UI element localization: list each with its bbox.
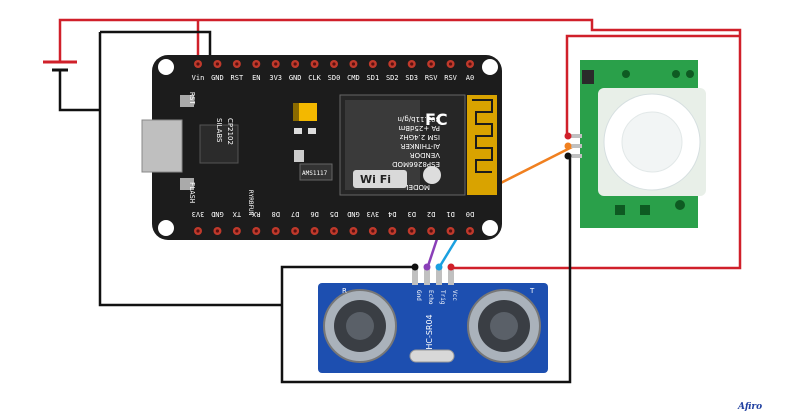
signature: Afiro [737,402,762,412]
top-pin-label: SD2 [386,74,399,82]
sonar-right-mark: T [529,287,535,295]
module-line-4: AI-THINKER [400,142,440,150]
usb-chip [199,124,239,164]
pir-pin-gnd [564,152,572,160]
sonar-pin-label: Echo [427,290,434,305]
module-line-2: ESP8266MOD [392,160,440,168]
bottom-pin-label: D3 [407,210,415,218]
bottom-pin-label: 3V3 [367,210,380,218]
bottom-pin-label: GND [347,210,360,218]
sonar-pin-label: Trig [439,290,446,305]
top-pin-label: RSV [425,74,438,82]
black-ground-wire-sonar [280,157,572,384]
top-pin-label: SD3 [405,74,418,82]
bottom-pin-label: RX [251,210,260,218]
sonar-pin-vcc [447,263,455,271]
black-ground-wire-battery [58,70,100,112]
sonar-model-label: HC-SR04 [425,314,434,349]
black-ground-wire-left [98,32,282,307]
fc-mark: FC [425,110,448,129]
top-pin-label: 3V3 [269,74,282,82]
bottom-pin-label: D8 [271,210,279,218]
black-ground-wire-main [100,30,212,60]
rst-label: RST [188,92,196,105]
bottom-pin-label: D5 [330,210,338,218]
usb-port [141,119,183,173]
pcb-antenna [472,99,493,173]
logo-circle [423,166,441,184]
usb-chip-line-2: SILABS [215,118,223,143]
ultrasonic-sensor: HC-SR04 R T Gnd Echo Trig Vcc [318,263,548,373]
red-power-wire [58,18,742,270]
wifi-badge [353,170,407,188]
top-pin-label: RST [231,74,244,82]
regulator-label: AMS1117 [302,170,328,177]
pir-pin-vcc [564,132,572,140]
module-line-3: VENDOR [410,151,440,159]
red-pir-vcc-wire [565,34,740,137]
top-pin-label: CMD [347,74,360,82]
top-pin-label: SD0 [328,74,341,82]
top-pin-label: EN [252,74,260,82]
bottom-pin-label: TX [232,210,241,218]
bottom-pin-label: GND [211,210,224,218]
rst-button [180,95,194,107]
top-pin-label: A0 [466,74,474,82]
battery-symbol [43,60,77,72]
sonar-pin-label: Vcc [451,290,458,301]
bottom-pin-label: D1 [446,210,454,218]
bottom-pin-label: 3V3 [192,210,205,218]
bottom-pin-label: D2 [427,210,435,218]
top-pin-label: RSV [444,74,457,82]
brand-label: RYRBFUN [247,190,254,216]
bottom-pin-label: D0 [466,210,474,218]
crystal [409,349,455,363]
top-pin-label: CLK [308,74,321,82]
wifi-label: Wi Fi [360,173,391,186]
module-line-6: PA +25dBm [398,124,440,132]
bottom-pin-label: D4 [388,210,396,218]
sonar-left-mark: R [342,287,347,295]
module-line-7: 802.11b/g/n [397,115,440,123]
module-line-1: MODEL [405,183,430,191]
sonar-pin-gnd [411,263,419,271]
flash-button [180,178,194,190]
top-pin-label: GND [289,74,302,82]
usb-chip-line-1: CP2102 [226,118,234,145]
top-pin-label: GND [211,74,224,82]
voltage-regulator [299,163,333,181]
top-pin-label: Vin [192,74,205,82]
sonar-pin-label: Gnd [415,290,422,301]
sonar-pin-trig [435,263,443,271]
pir-sensor [564,60,706,228]
module-line-5: ISM 2.4GHz [399,133,440,141]
top-pin-label: SD1 [367,74,380,82]
sonar-pin-echo [423,263,431,271]
bottom-pin-label: D6 [310,210,318,218]
bottom-pin-label: D7 [291,210,299,218]
pir-pin-out [564,142,572,150]
flash-label: FLASH [188,182,196,203]
